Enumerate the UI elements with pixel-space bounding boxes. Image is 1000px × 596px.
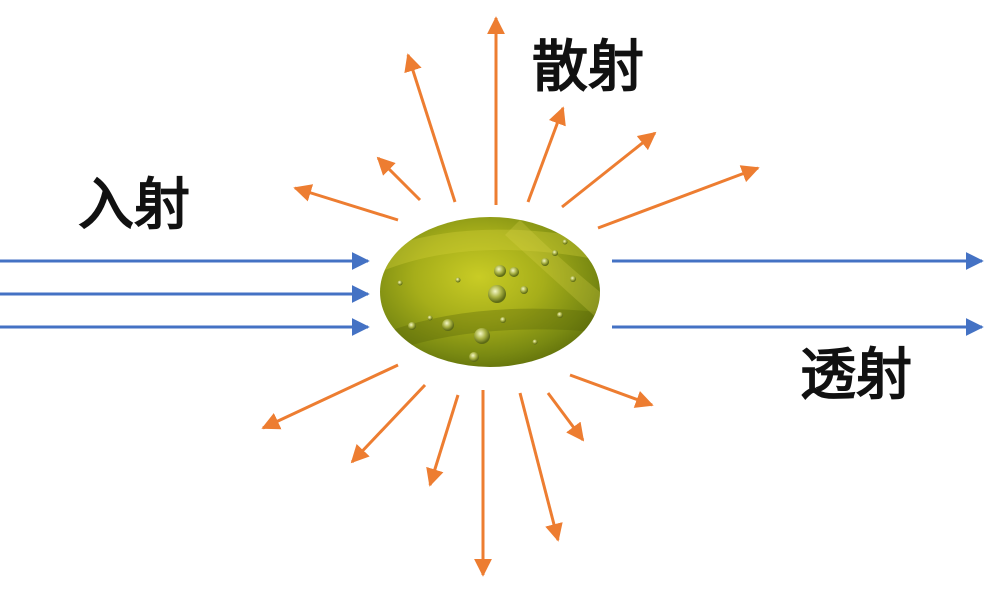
transmitted-arrows (612, 252, 984, 336)
incident-arrows (0, 252, 370, 336)
scattered-arrow (518, 392, 563, 542)
scattered-arrow (561, 131, 657, 209)
scattered-arrow (426, 394, 460, 487)
scattered-arrow (404, 53, 457, 203)
incident-label: 入射 (78, 173, 190, 238)
particle-image (380, 217, 600, 367)
scattered-arrow (376, 156, 422, 202)
scattered-arrow (597, 165, 760, 230)
scattered-arrows (261, 16, 760, 577)
scattered-arrow (569, 373, 654, 408)
bubbles (397, 239, 576, 362)
scattered-arrow (261, 363, 399, 430)
scattering-label: 散射 (532, 35, 644, 100)
scattered-arrow (293, 184, 399, 222)
scattered-arrow (350, 383, 427, 464)
transmission-label: 透射 (800, 343, 912, 408)
scattered-arrow (526, 106, 566, 203)
scattered-arrow (546, 392, 585, 442)
